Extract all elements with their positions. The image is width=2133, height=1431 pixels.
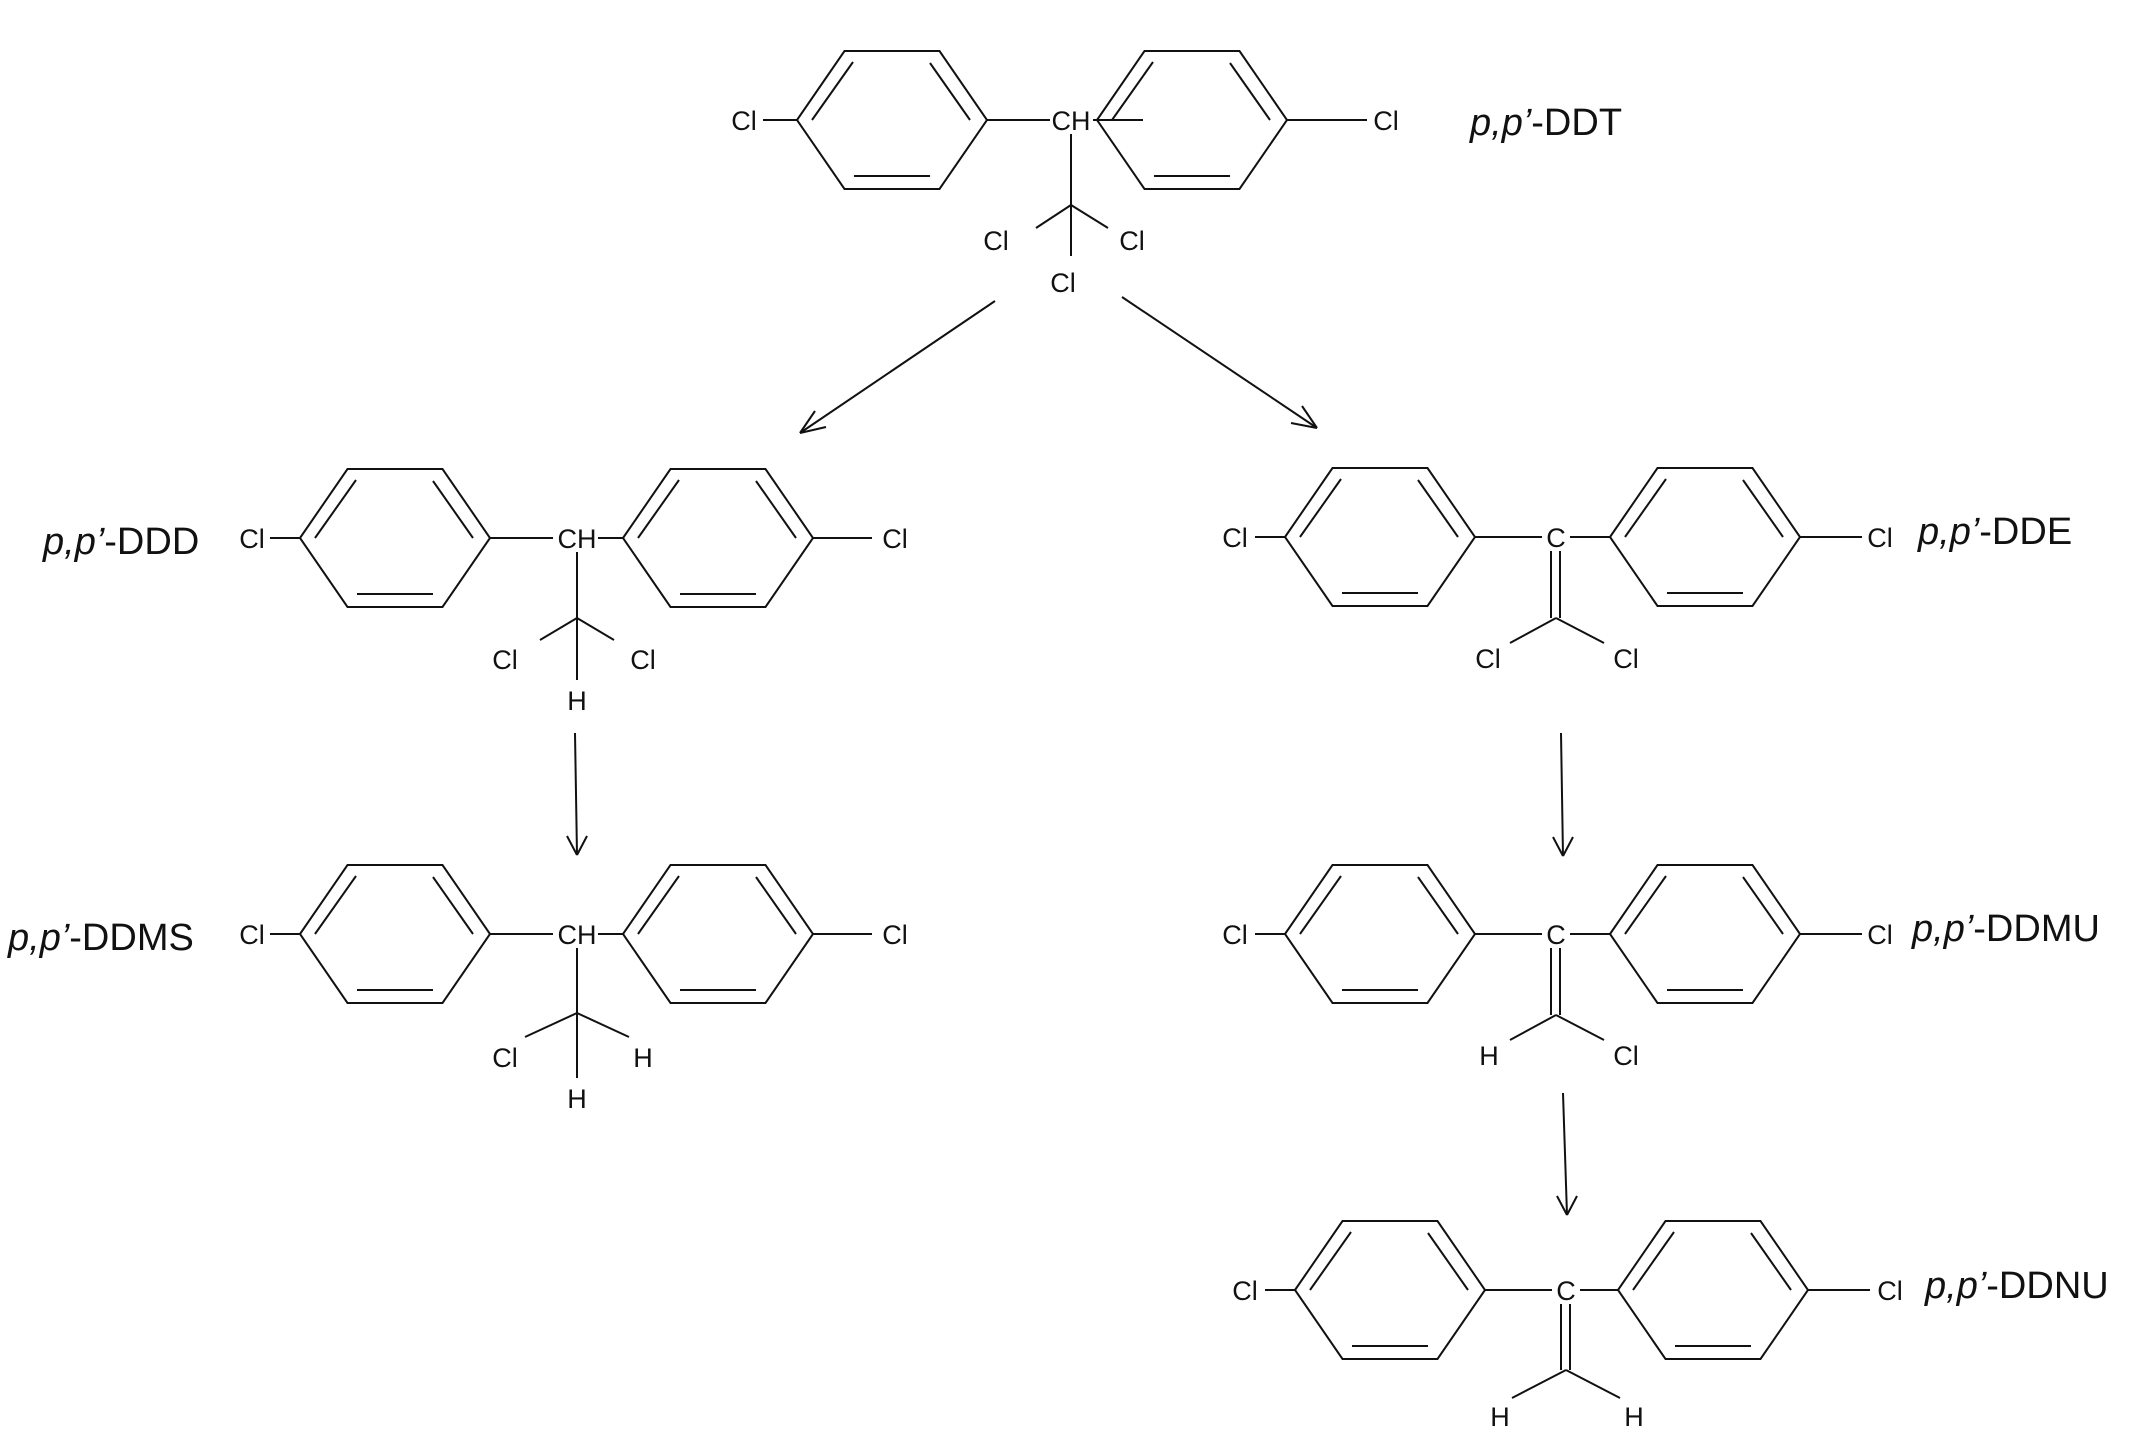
atom-cl: Cl xyxy=(882,524,908,554)
bond xyxy=(539,617,578,641)
atom-c: C xyxy=(1546,523,1566,553)
benzene-ring-right xyxy=(622,468,814,608)
bond xyxy=(1555,1014,1605,1041)
atom-h: H xyxy=(1624,1402,1644,1431)
benzene-ring-left xyxy=(299,468,491,608)
atom-cl: Cl xyxy=(1613,644,1639,674)
atom-cl: Cl xyxy=(630,645,656,675)
arrow-ddd-to-ddms xyxy=(566,732,588,856)
benzene-ring-right xyxy=(1609,467,1801,607)
bond xyxy=(576,617,615,641)
bond xyxy=(524,1012,578,1038)
atom-ch: CH xyxy=(558,920,597,950)
ddd-structure: Cl CH Cl Cl Cl H p,p’-DDD xyxy=(42,468,908,716)
atom-c: C xyxy=(1556,1276,1576,1306)
atom-cl: Cl xyxy=(492,645,518,675)
benzene-ring-left xyxy=(796,50,988,190)
atom-cl: Cl xyxy=(1222,920,1248,950)
compound-label-dde: p,p’-DDE xyxy=(1917,511,2072,553)
atom-cl: Cl xyxy=(1867,920,1893,950)
atom-c: C xyxy=(1546,920,1566,950)
bond xyxy=(576,1012,630,1038)
compound-label-ddnu: p,p’-DDNU xyxy=(1924,1265,2109,1307)
atom-ch: CH xyxy=(558,524,597,554)
arrow-ddmu-to-ddnu xyxy=(1556,1092,1578,1216)
atom-cl: Cl xyxy=(1613,1041,1639,1071)
bond xyxy=(1509,1014,1557,1041)
atom-cl: Cl xyxy=(239,524,265,554)
bond xyxy=(1509,617,1557,644)
compound-label-ddd: p,p’-DDD xyxy=(42,521,199,563)
arrow-ddt-to-ddd xyxy=(799,300,996,434)
atom-cl: Cl xyxy=(1222,523,1248,553)
bond xyxy=(1565,1369,1621,1399)
benzene-ring-left xyxy=(1284,467,1476,607)
atom-cl: Cl xyxy=(1119,226,1145,256)
atom-cl: Cl xyxy=(239,920,265,950)
atom-cl: Cl xyxy=(1232,1276,1258,1306)
ddt-structure: Cl CH Cl Cl Cl Cl p,p’-DDT xyxy=(731,50,1622,298)
atom-ch: CH xyxy=(1052,106,1091,136)
benzene-ring-left xyxy=(1284,864,1476,1004)
bond xyxy=(1035,204,1072,229)
compound-label-ddt: p,p’-DDT xyxy=(1469,102,1622,144)
atom-cl: Cl xyxy=(1867,523,1893,553)
arrow-dde-to-ddmu xyxy=(1552,732,1574,857)
atom-h: H xyxy=(1479,1041,1499,1071)
atom-cl: Cl xyxy=(882,920,908,950)
atom-h: H xyxy=(1490,1402,1510,1431)
benzene-ring-left xyxy=(299,864,491,1004)
compound-label-ddmu: p,p’-DDMU xyxy=(1911,908,2100,950)
dde-structure: Cl C Cl Cl Cl p,p’-DDE xyxy=(1222,467,2072,674)
atom-cl: Cl xyxy=(1475,644,1501,674)
bond xyxy=(1511,1369,1567,1399)
atom-h: H xyxy=(633,1043,653,1073)
benzene-ring-right xyxy=(1617,1220,1809,1360)
atom-cl: Cl xyxy=(1877,1276,1903,1306)
atom-cl: Cl xyxy=(492,1043,518,1073)
benzene-ring-right xyxy=(1609,864,1801,1004)
ddmu-structure: Cl C Cl H Cl p,p’-DDMU xyxy=(1222,864,2100,1071)
ddms-structure: Cl CH Cl Cl H H p,p’-DDMS xyxy=(7,864,908,1114)
compound-label-ddms: p,p’-DDMS xyxy=(7,917,194,959)
benzene-ring-right xyxy=(622,864,814,1004)
ddnu-structure: Cl C Cl H H p,p’-DDNU xyxy=(1232,1220,2109,1431)
atom-h: H xyxy=(567,686,587,716)
bond xyxy=(1555,617,1605,644)
benzene-ring-left xyxy=(1294,1220,1486,1360)
bond xyxy=(1070,204,1109,229)
arrow-ddt-to-dde xyxy=(1121,296,1318,429)
atom-h: H xyxy=(567,1084,587,1114)
atom-cl: Cl xyxy=(983,226,1009,256)
atom-cl: Cl xyxy=(1373,106,1399,136)
atom-cl: Cl xyxy=(731,106,757,136)
atom-cl: Cl xyxy=(1050,268,1076,298)
